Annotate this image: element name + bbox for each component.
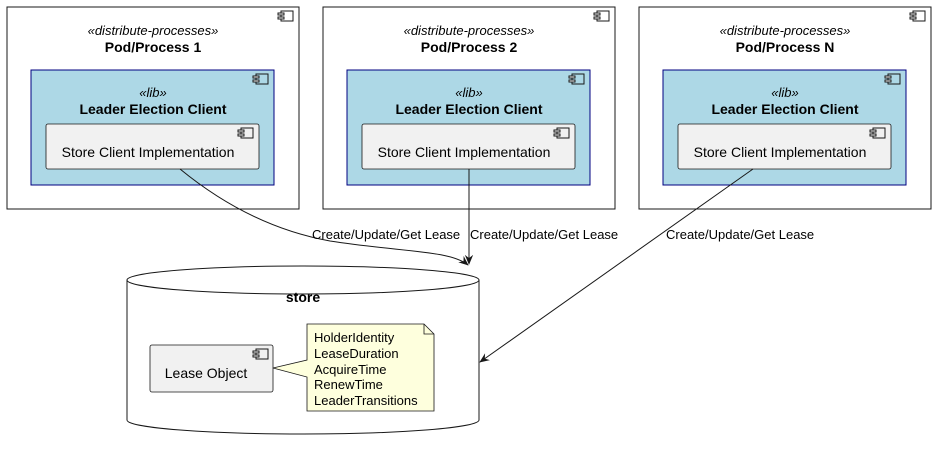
- lease-object-component: Lease Object: [149, 344, 274, 393]
- note-line: AcquireTime: [314, 362, 386, 377]
- process-stereotype: «distribute-processes»: [88, 23, 219, 38]
- edge-label: Create/Update/Get Lease: [312, 227, 460, 242]
- lease-fields-note: HolderIdentity LeaseDuration AcquireTime…: [272, 323, 435, 412]
- lib-node-1: «lib» Leader Election Client Store Clien…: [30, 69, 275, 186]
- note-line: LeaseDuration: [314, 346, 399, 361]
- store-title: store: [286, 289, 320, 305]
- process-title: Pod/Process 2: [421, 39, 518, 55]
- lib-node-n: «lib» Leader Election Client Store Clien…: [662, 69, 907, 186]
- lib-title: Leader Election Client: [395, 101, 542, 117]
- store-client-component-1: Store Client Implementation: [45, 123, 260, 170]
- lib-title: Leader Election Client: [79, 101, 226, 117]
- lib-stereotype: «lib»: [139, 85, 166, 100]
- note-line: LeaderTransitions: [314, 393, 418, 408]
- process-title: Pod/Process N: [736, 39, 835, 55]
- component-label: Store Client Implementation: [378, 144, 551, 160]
- component-label: Lease Object: [165, 365, 248, 381]
- edge-process-2-to-store: Create/Update/Get Lease: [464, 169, 618, 265]
- process-stereotype: «distribute-processes»: [404, 23, 535, 38]
- note-line: HolderIdentity: [314, 330, 395, 345]
- process-node-n: «distribute-processes» Pod/Process N «li…: [638, 6, 932, 210]
- edge-label: Create/Update/Get Lease: [666, 227, 814, 242]
- lib-stereotype: «lib»: [771, 85, 798, 100]
- edge-label: Create/Update/Get Lease: [470, 227, 618, 242]
- edge-process-1-to-store: Create/Update/Get Lease: [179, 168, 469, 266]
- lib-stereotype: «lib»: [455, 85, 482, 100]
- process-stereotype: «distribute-processes»: [720, 23, 851, 38]
- process-node-1: «distribute-processes» Pod/Process 1 «li…: [6, 6, 300, 210]
- component-label: Store Client Implementation: [62, 144, 235, 160]
- store-client-component-n: Store Client Implementation: [677, 123, 892, 170]
- lib-node-2: «lib» Leader Election Client Store Clien…: [346, 69, 591, 186]
- store-client-component-2: Store Client Implementation: [361, 123, 576, 170]
- edge-process-n-to-store: Create/Update/Get Lease: [479, 168, 814, 363]
- lib-title: Leader Election Client: [711, 101, 858, 117]
- component-label: Store Client Implementation: [694, 144, 867, 160]
- note-line: RenewTime: [314, 377, 383, 392]
- store-database: store Lease Object HolderIdentity LeaseD…: [126, 265, 480, 435]
- process-title: Pod/Process 1: [105, 39, 202, 55]
